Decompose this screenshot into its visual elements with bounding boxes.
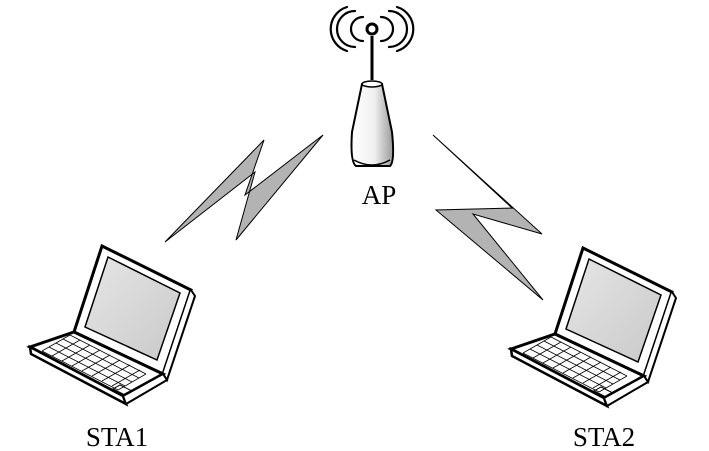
laptop-icon (28, 244, 197, 406)
sta2-label: STA2 (573, 422, 635, 451)
laptop-icon (509, 246, 678, 408)
ap-label: AP (362, 180, 397, 210)
wireless-link-icon (432, 134, 544, 301)
access-point-icon (329, 5, 415, 167)
wireless-link-icon (164, 134, 324, 243)
sta1-label: STA1 (86, 422, 148, 451)
